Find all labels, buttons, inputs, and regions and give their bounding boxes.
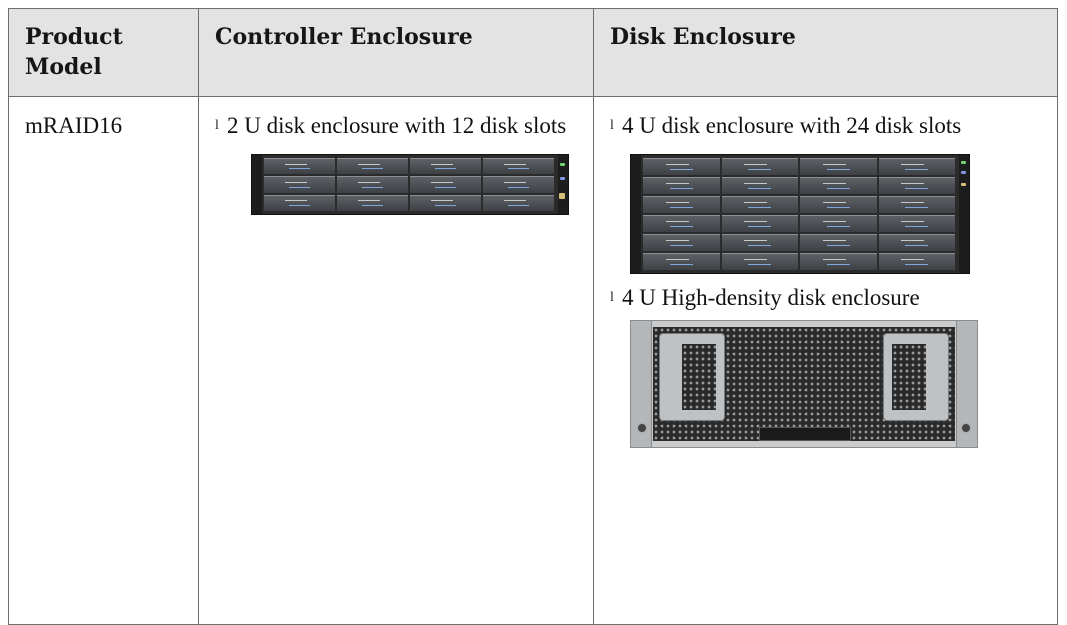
bullet-marker: l [215,118,219,133]
header-disk-enclosure: Disk Enclosure [593,8,1058,97]
disk-enclosure-24-slot-text: 4 U disk enclosure with 24 disk slots [622,113,962,138]
table-row: mRAID16 l 2 U disk enclosure with 12 dis… [8,96,1058,625]
bullet-marker: l [610,118,614,133]
controller-enclosure-text: 2 U disk enclosure with 12 disk slots [227,113,567,138]
enclosure-4u-24-slot-image [630,154,970,274]
disk-enclosure-item-24-slot: l 4 U disk enclosure with 24 disk slots [610,112,1051,140]
bullet-marker: l [610,290,614,305]
disk-enclosure-item-high-density: l 4 U High-density disk enclosure [610,284,1051,312]
cell-product-model: mRAID16 [8,96,199,625]
cell-disk-enclosure: l 4 U disk enclosure with 24 disk slots [593,96,1058,625]
enclosure-spec-table: Product Model Controller Enclosure Disk … [8,8,1058,625]
header-product-model: Product Model [8,8,199,97]
header-controller-enclosure: Controller Enclosure [198,8,594,97]
enclosure-2u-12-slot-image [251,154,569,215]
controller-enclosure-item: l 2 U disk enclosure with 12 disk slots [215,112,587,140]
disk-enclosure-high-density-text: 4 U High-density disk enclosure [622,285,920,310]
table-header-row: Product Model Controller Enclosure Disk … [8,8,1058,97]
enclosure-4u-high-density-image [630,320,978,448]
cell-controller-enclosure: l 2 U disk enclosure with 12 disk slots [198,96,594,625]
